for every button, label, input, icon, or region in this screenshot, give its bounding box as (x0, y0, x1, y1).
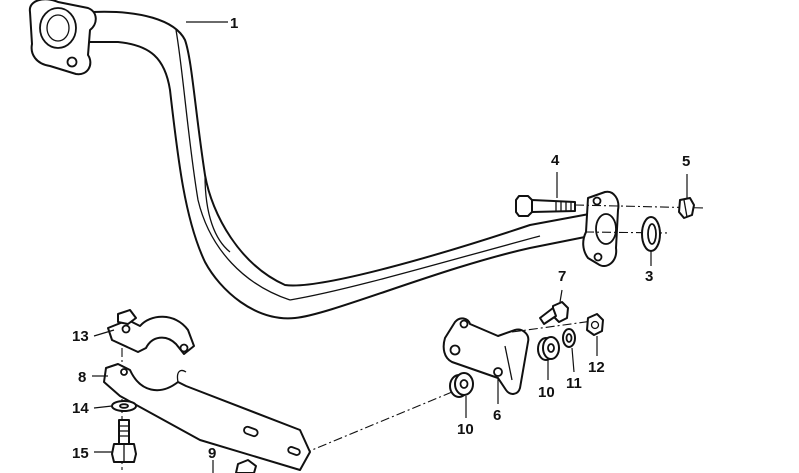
bolt-7 (539, 301, 569, 325)
callout-12: 12 (588, 359, 605, 376)
clamp-upper-13 (107, 309, 195, 355)
callout-10-lower: 10 (457, 421, 474, 438)
rubber-bush-upper (537, 336, 560, 361)
bolt-9 (235, 459, 257, 473)
callout-1: 1 (230, 15, 238, 32)
gasket-ring (641, 216, 661, 252)
bolt-4 (515, 195, 576, 217)
callout-7: 7 (558, 268, 566, 285)
callout-13: 13 (72, 328, 89, 345)
callout-11: 11 (566, 375, 582, 392)
clamp-strap-8 (103, 363, 311, 471)
leader-lines (92, 21, 688, 473)
callout-15: 15 (72, 445, 89, 462)
callout-6: 6 (493, 407, 501, 424)
axis-line-bolt-7 (511, 319, 601, 333)
callout-4: 4 (551, 152, 560, 169)
callout-10-upper: 10 (538, 384, 555, 401)
rubber-bush-lower (449, 372, 474, 398)
nut-5 (678, 197, 695, 219)
callout-14: 14 (72, 400, 89, 417)
exhaust-pipe (28, 0, 620, 320)
callout-3: 3 (645, 268, 653, 285)
washer-11 (562, 328, 576, 348)
bracket-6 (442, 317, 530, 395)
bolt-15 (111, 419, 137, 463)
axis-line-lower (299, 391, 453, 456)
callout-8: 8 (78, 369, 86, 386)
callout-5: 5 (682, 153, 690, 170)
washer-14 (111, 400, 137, 412)
nut-12 (586, 313, 604, 336)
callout-9: 9 (208, 445, 216, 462)
